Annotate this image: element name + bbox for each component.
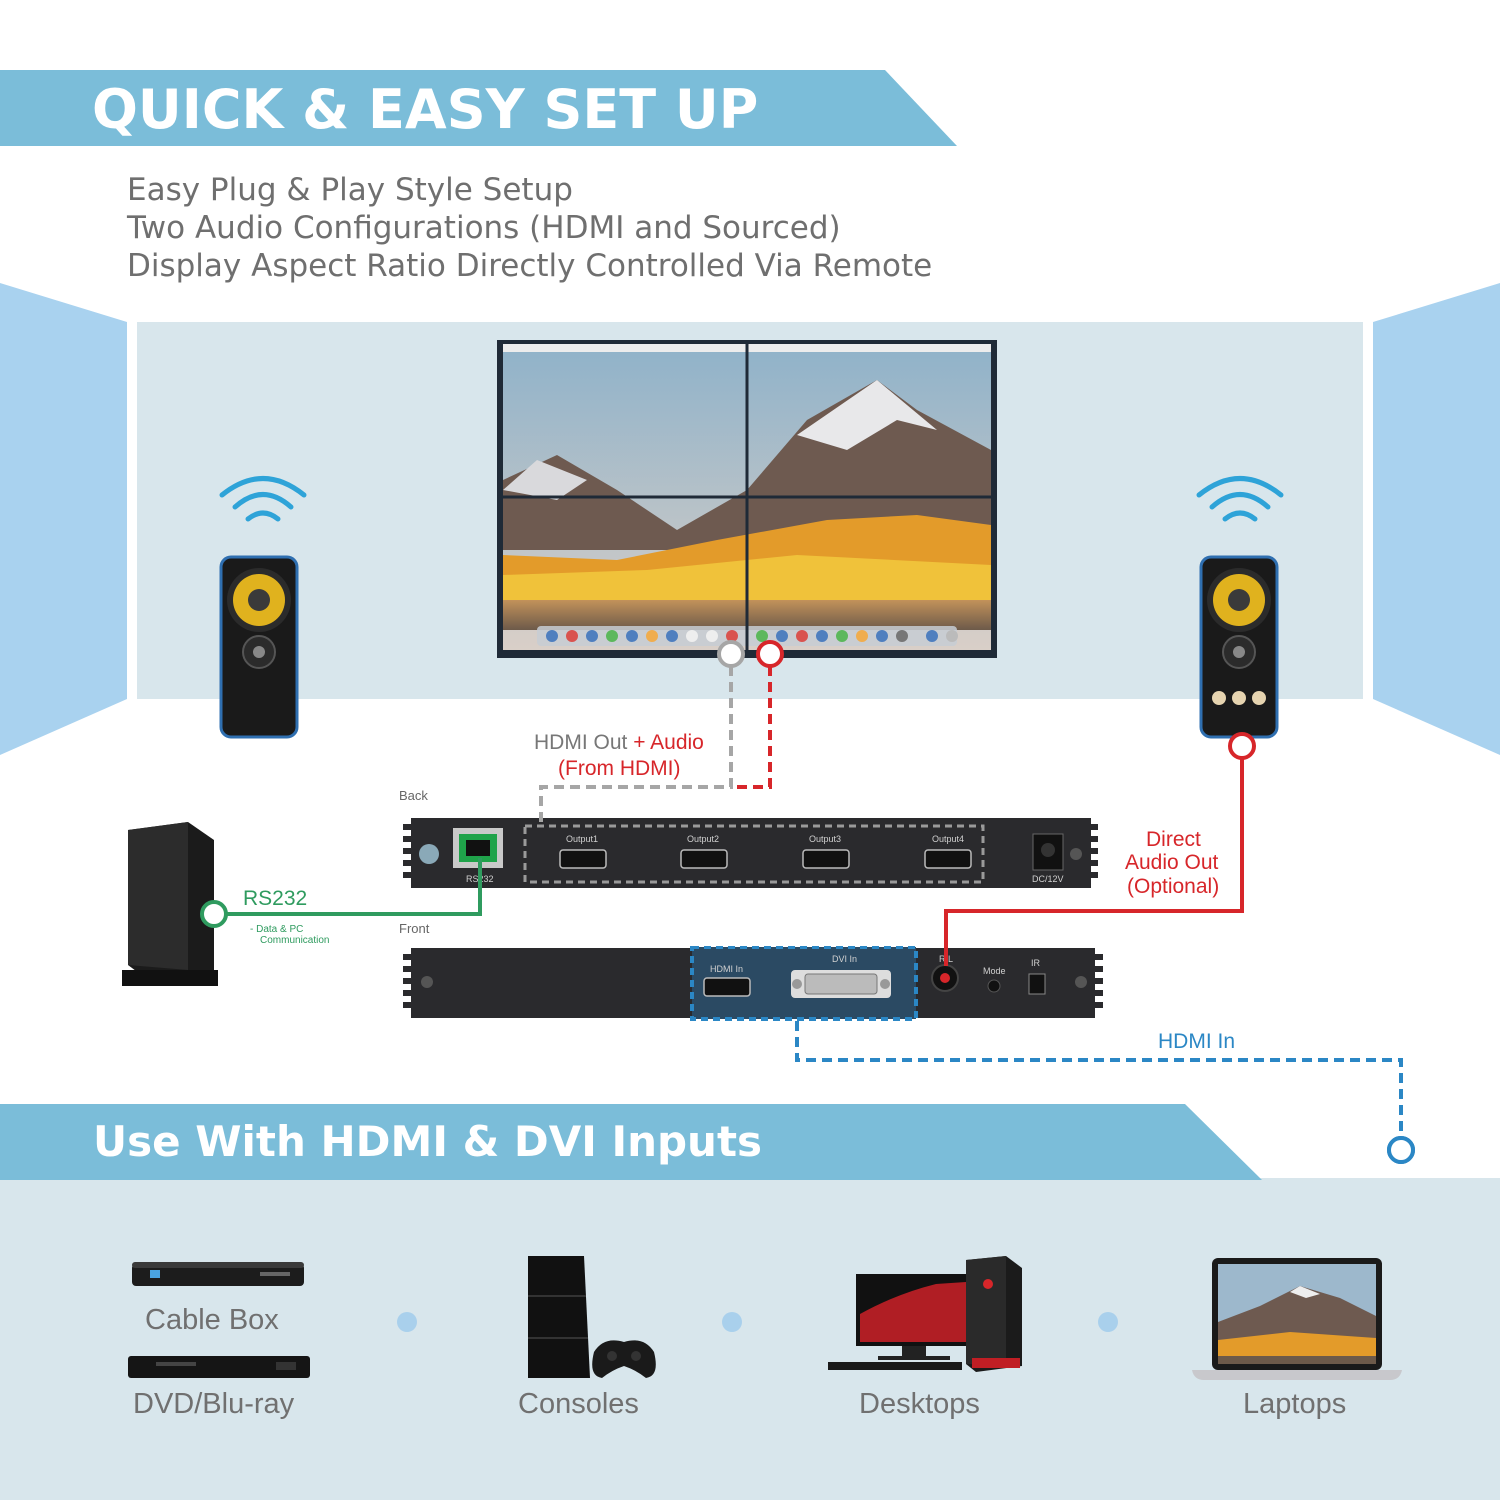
device-label-consoles: Consoles	[518, 1388, 639, 1420]
front-label: Front	[399, 921, 430, 936]
port-output2-label: Output2	[687, 834, 720, 844]
port-mode-label: Mode	[983, 966, 1006, 976]
header-banner	[0, 70, 957, 146]
speaker-icon	[1199, 555, 1279, 739]
port-output1-label: Output1	[566, 834, 599, 844]
hdmi-out-line	[539, 666, 733, 826]
rs232-note-2: Communication	[260, 935, 330, 946]
hdmi-audio-node	[756, 640, 784, 668]
from-hdmi-label: (From HDMI)	[558, 757, 681, 780]
hdmi-out-node	[717, 640, 745, 668]
device-label-dvd: DVD/Blu-ray	[133, 1388, 295, 1420]
laptop-icon	[1192, 1258, 1402, 1380]
rs232-note-1: - Data & PC	[250, 924, 304, 935]
hdmi-in-label: HDMI In	[1158, 1030, 1236, 1053]
speaker-icon	[219, 555, 299, 739]
rs232-line	[226, 858, 482, 916]
hdmi-out-label: HDMI Out + Audio	[534, 731, 704, 754]
port-ir-label: IR	[1031, 958, 1040, 968]
feature-line-3: Display Aspect Ratio Directly Controlled…	[127, 248, 933, 284]
device-label-cable-box: Cable Box	[145, 1304, 279, 1336]
rs232-node	[200, 900, 228, 928]
video-wall-display	[497, 340, 997, 658]
dvd-player-icon	[128, 1356, 310, 1378]
direct-audio-label-3: (Optional)	[1127, 875, 1220, 898]
device-label-desktops: Desktops	[859, 1388, 980, 1420]
feature-line-1: Easy Plug & Play Style Setup	[127, 172, 573, 208]
cable-box-icon	[132, 1262, 304, 1286]
wireless-audio-icon	[219, 476, 307, 522]
direct-audio-label-1: Direct	[1146, 828, 1201, 851]
game-console-icon	[528, 1256, 656, 1378]
wireless-audio-icon	[1196, 476, 1284, 522]
port-output3-label: Output3	[809, 834, 842, 844]
hdmi-in-line	[795, 1021, 1403, 1138]
separator-dot	[397, 1312, 417, 1332]
page-title: QUICK & EASY SET UP	[92, 78, 759, 141]
port-hdmi-in-label: HDMI In	[710, 964, 744, 974]
hdmi-in-node-top	[1387, 1136, 1415, 1164]
controller-front-panel	[403, 946, 1103, 1021]
feature-line-2: Two Audio Configurations (HDMI and Sourc…	[127, 210, 841, 246]
separator-dot	[722, 1312, 742, 1332]
direct-audio-node	[1228, 732, 1256, 760]
desktop-pc-icon	[828, 1256, 1022, 1372]
port-dvi-in-label: DVI In	[832, 954, 858, 964]
inputs-title: Use With HDMI & DVI Inputs	[93, 1117, 763, 1166]
controller-back-panel	[403, 818, 1098, 888]
port-dc-label: DC/12V	[1032, 874, 1064, 884]
inputs-banner	[0, 1104, 1262, 1180]
hdmi-audio-line	[731, 666, 772, 789]
plus-audio-label: + Audio	[633, 731, 704, 754]
direct-audio-label-2: Audio Out	[1125, 851, 1219, 874]
direct-audio-line	[944, 758, 1244, 966]
device-label-laptops: Laptops	[1243, 1388, 1347, 1420]
port-output4-label: Output4	[932, 834, 965, 844]
pc-tower-icon	[122, 822, 218, 986]
separator-dot	[1098, 1312, 1118, 1332]
back-label: Back	[399, 788, 428, 803]
rs232-label: RS232	[243, 887, 308, 910]
